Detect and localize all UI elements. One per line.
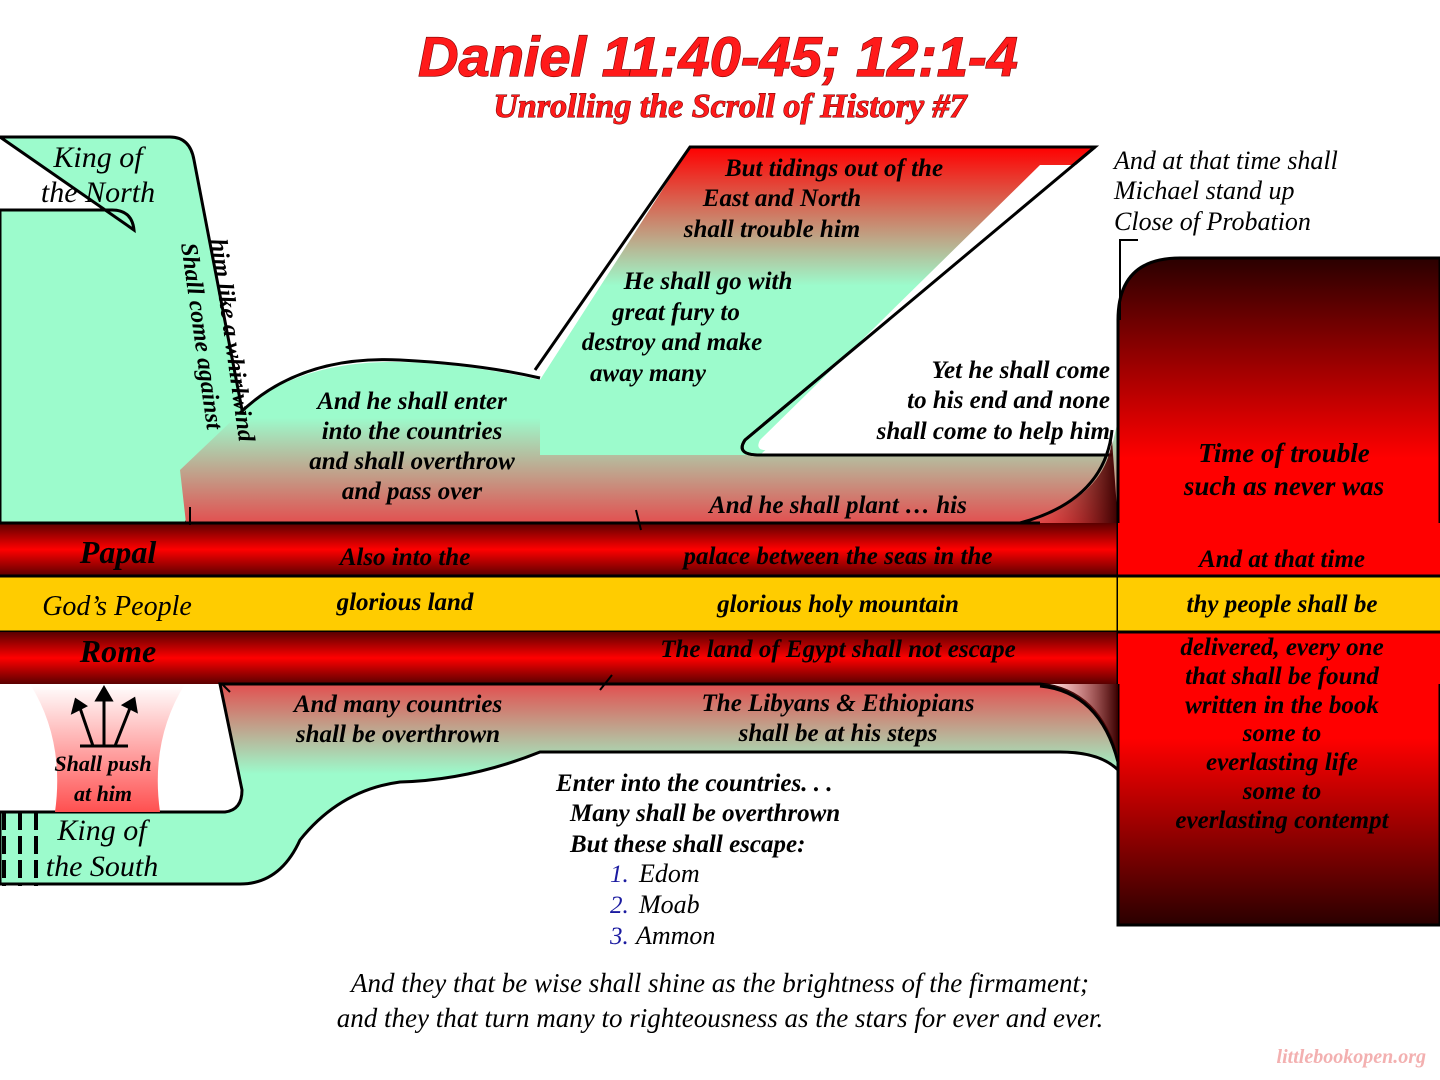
delivered-line-1: delivered, every one [1180, 634, 1383, 661]
many-line-1: And many countries [292, 691, 502, 718]
push-line-2: at him [74, 781, 132, 806]
north-bubble-outline [238, 358, 541, 415]
dashed-bars [2, 812, 38, 886]
tidings-line-2: East and North [702, 185, 861, 212]
delivered-line-5: everlasting life [1206, 749, 1358, 776]
push-funnel [30, 684, 185, 812]
escape-num-2: 2. [610, 892, 629, 919]
enter-line-3: and shall overthrow [309, 448, 515, 475]
delivered-line-6: some to [1242, 778, 1321, 805]
page-subtitle: Unrolling the Scroll of History #7 [493, 88, 968, 125]
escape-num-1: 1. [610, 861, 629, 888]
delivered-line-7: everlasting contempt [1175, 807, 1389, 834]
tick-marks [189, 507, 642, 693]
yellow-text-3: thy people shall be [1187, 591, 1378, 618]
north-curve-line [1019, 429, 1114, 525]
escape-line-1: Enter into the countries. . . [555, 770, 832, 797]
libyans-line-1: The Libyans & Ethiopians [702, 690, 975, 717]
footer-verse-2: and they that turn many to righteousness… [337, 1003, 1103, 1033]
rome-text-1: The land of Egypt shall not escape [660, 636, 1016, 663]
enter-line-4: and pass over [342, 478, 483, 505]
page-title: Daniel 11:40-45; 12:1-4 [418, 25, 1018, 88]
trouble-yellow-overlay [1118, 576, 1440, 632]
michael-line-2: Michael stand up [1113, 176, 1295, 205]
fury-line-3: destroy and make [582, 329, 763, 356]
libyans-line-2: shall be at his steps [738, 720, 938, 747]
escape-num-3: 3. [609, 923, 629, 950]
escape-item-2: Moab [638, 890, 700, 919]
escape-item-1: Edom [638, 859, 700, 888]
tidings-line-3: shall trouble him [683, 216, 860, 243]
push-arrows-icon [70, 685, 138, 748]
slant-inner-edge [740, 145, 1112, 457]
south-label-1: King of [56, 814, 150, 847]
tidings-line-1: But tidings out of the [724, 155, 943, 182]
north-curve-to-band [1020, 440, 1118, 523]
enter-line-1: And he shall enter [315, 388, 507, 415]
north-inner-white [758, 165, 1110, 450]
end-line-1: Yet he shall come [932, 357, 1110, 384]
south-curve-to-band [1040, 684, 1118, 760]
fury-line-4: away many [590, 360, 707, 387]
trouble-line-1: Time of trouble [1198, 438, 1369, 468]
yellow-text-2: glorious holy mountain [716, 591, 959, 618]
gods-people-label: God’s People [42, 591, 192, 622]
escape-item-3: Ammon [634, 921, 715, 950]
rome-label: Rome [79, 633, 156, 669]
north-label-1: King of [52, 141, 146, 174]
south-curve-line [1039, 684, 1120, 763]
delivered-line-3: written in the book [1185, 692, 1379, 719]
site-link[interactable]: littlebookopen.org [1277, 1046, 1426, 1068]
papal-text-2: palace between the seas in the [682, 543, 993, 570]
slant-banner-shape [540, 147, 1095, 455]
trouble-line-2: such as never was [1183, 471, 1384, 501]
michael-line-1: And at that time shall [1112, 146, 1338, 175]
michael-bracket [1119, 239, 1138, 320]
fury-line-2: great fury to [611, 299, 740, 326]
footer-verse-1: And they that be wise shall shine as the… [349, 968, 1089, 998]
papal-text-1: Also into the [338, 544, 471, 571]
enter-line-2: into the countries [322, 418, 503, 445]
push-line-1: Shall push [54, 751, 151, 776]
fury-line-1: He shall go with [623, 268, 793, 295]
delivered-line-4: some to [1242, 720, 1321, 747]
delivered-line-2: that shall be found [1185, 663, 1379, 690]
escape-line-2: Many shall be overthrown [569, 800, 840, 827]
michael-line-3: Close of Probation [1114, 207, 1311, 236]
many-line-2: shall be overthrown [295, 721, 500, 748]
end-line-3: shall come to help him [876, 418, 1110, 445]
yellow-text-1: glorious land [336, 589, 474, 616]
papal-label: Papal [79, 534, 157, 570]
papal-text-3: And at that time [1197, 546, 1365, 573]
south-label-2: the South [46, 850, 159, 883]
escape-line-3: But these shall escape: [569, 831, 805, 858]
end-line-2: to his end and none [907, 387, 1110, 414]
north-label-2: the North [41, 176, 155, 209]
plant-line: And he shall plant … his [707, 492, 967, 519]
